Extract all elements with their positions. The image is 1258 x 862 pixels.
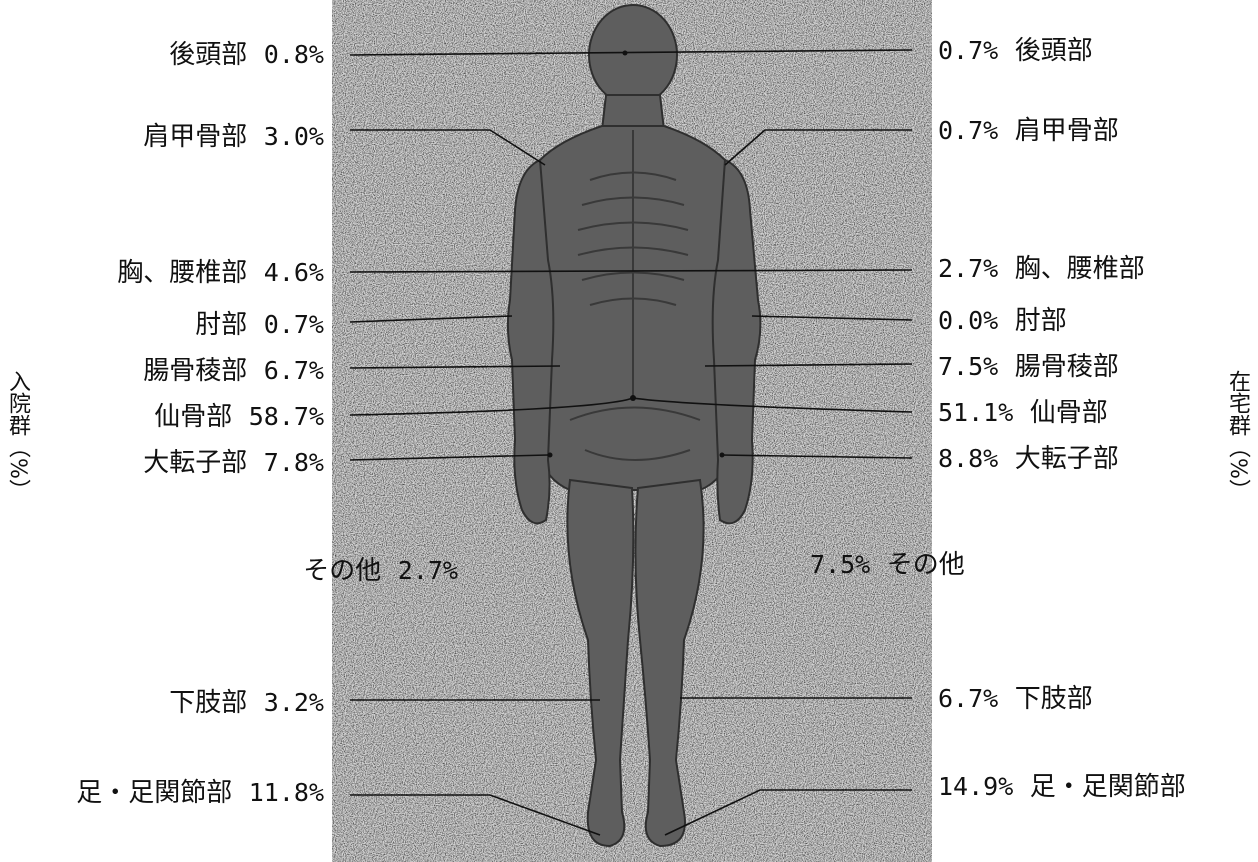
inpatient-value: 7.8% [264, 448, 324, 477]
site-name: 肩甲骨部 [1015, 116, 1119, 146]
home-value: 14.9% [938, 772, 1013, 801]
right-label-sacrum: 51.1% 仙骨部 [938, 398, 1108, 428]
site-name: 後頭部 [1015, 36, 1093, 66]
inpatient-value: 0.7% [264, 310, 324, 339]
site-name: 腸骨稜部 [143, 356, 247, 386]
home-value: 2.7% [938, 254, 998, 283]
right-label-other: 7.5% その他 [810, 550, 965, 580]
home-group-title: 在宅群（%） [1222, 345, 1248, 525]
site-name: 足・足関節部 [76, 778, 232, 808]
left-label-foot-ankle: 足・足関節部 11.8% [76, 778, 324, 808]
site-name: 肩甲骨部 [143, 122, 247, 152]
inpatient-value: 0.8% [264, 40, 324, 69]
site-name: その他 [303, 556, 381, 586]
site-name: 大転子部 [1015, 444, 1119, 474]
left-label-trochanter: 大転子部 7.8% [143, 448, 324, 478]
home-value: 0.7% [938, 116, 998, 145]
left-label-iliac-crest: 腸骨稜部 6.7% [143, 356, 324, 386]
inpatient-value: 6.7% [264, 356, 324, 385]
right-label-occiput: 0.7% 後頭部 [938, 36, 1093, 66]
right-label-thoracolumbar: 2.7% 胸、腰椎部 [938, 254, 1145, 284]
right-label-lower-limb: 6.7% 下肢部 [938, 684, 1093, 714]
site-name: 仙骨部 [154, 402, 232, 432]
site-name: 下肢部 [1015, 684, 1093, 714]
inpatient-value: 11.8% [249, 778, 324, 807]
inpatient-value: 2.7% [398, 556, 458, 585]
home-value: 7.5% [938, 352, 998, 381]
home-value: 8.8% [938, 444, 998, 473]
inpatient-value: 4.6% [264, 258, 324, 287]
inpatient-value: 58.7% [249, 402, 324, 431]
home-value: 0.7% [938, 36, 998, 65]
site-name: 腸骨稜部 [1015, 352, 1119, 382]
inpatient-value: 3.2% [264, 688, 324, 717]
left-label-thoracolumbar: 胸、腰椎部 4.6% [117, 258, 324, 288]
right-label-scapula: 0.7% 肩甲骨部 [938, 116, 1119, 146]
site-name: 肘部 [195, 310, 247, 340]
site-name: その他 [887, 550, 965, 580]
site-name: 下肢部 [169, 688, 247, 718]
neck-shape [602, 95, 664, 130]
site-name: 後頭部 [169, 40, 247, 70]
inpatient-value: 3.0% [264, 122, 324, 151]
left-label-scapula: 肩甲骨部 3.0% [143, 122, 324, 152]
left-label-elbow: 肘部 0.7% [195, 310, 324, 340]
left-label-sacrum: 仙骨部 58.7% [154, 402, 324, 432]
right-label-elbow: 0.0% 肘部 [938, 306, 1067, 336]
head-shape [589, 5, 677, 105]
site-name: 大転子部 [143, 448, 247, 478]
site-name: 胸、腰椎部 [117, 258, 247, 288]
inpatient-group-title: 入院群（%） [2, 345, 28, 525]
site-name: 足・足関節部 [1030, 772, 1186, 802]
left-label-occiput: 後頭部 0.8% [169, 40, 324, 70]
right-label-iliac-crest: 7.5% 腸骨稜部 [938, 352, 1119, 382]
site-name: 胸、腰椎部 [1015, 254, 1145, 284]
home-value: 6.7% [938, 684, 998, 713]
right-label-foot-ankle: 14.9% 足・足関節部 [938, 772, 1186, 802]
left-label-lower-limb: 下肢部 3.2% [169, 688, 324, 718]
home-value: 0.0% [938, 306, 998, 335]
home-value: 7.5% [810, 550, 870, 579]
right-label-trochanter: 8.8% 大転子部 [938, 444, 1119, 474]
left-label-other: その他 2.7% [303, 556, 458, 586]
home-value: 51.1% [938, 398, 1013, 427]
site-name: 肘部 [1015, 306, 1067, 336]
site-name: 仙骨部 [1030, 398, 1108, 428]
